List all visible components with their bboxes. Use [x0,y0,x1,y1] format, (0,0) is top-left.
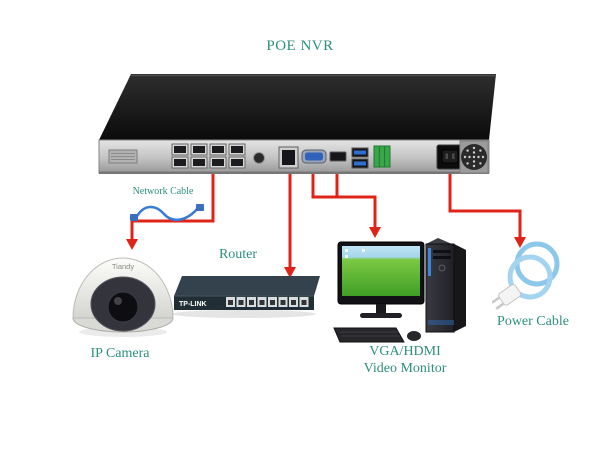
router-illustration: TP-LINK [172,276,320,318]
arrow-nvr-to-power [448,174,522,238]
router-label: Router [218,247,258,262]
nvr-lan-port [278,146,299,169]
arrowhead-camera [126,239,138,250]
network-cable-icon [130,204,204,221]
arrowhead-monitor [369,227,381,238]
network-cable-label: Network Cable [132,186,194,197]
router-ports [226,297,309,307]
vent-grille [108,149,138,164]
ip-camera-illustration: Tiandy [72,257,174,337]
alarm-terminal-block [373,145,391,168]
nvr-device-illustration [98,74,496,174]
monitor-screen [342,246,420,296]
mouse [407,331,421,341]
poe-nvr-label: POE NVR [266,38,334,54]
arrow-nvr-to-monitor [311,174,377,228]
router-brand-text: TP-LINK [179,301,207,308]
nvr-poe-ports [171,143,246,169]
monitor-label-line1: VGA/HDMI [369,344,441,359]
video-monitor-illustration [333,238,466,343]
camera-lens [107,291,139,323]
camera-brand-text: Tiandy [112,262,134,271]
vga-port [301,149,327,164]
monitor [337,241,425,318]
usb-ports [351,147,369,169]
router-shadow [172,310,316,318]
arrowhead-router [284,267,296,278]
power-plug [492,284,522,310]
power-cable-illustration [492,241,560,310]
power-cable-label: Power Cable [497,314,569,329]
keyboard [333,327,405,343]
arrow-nvr-to-camera [130,174,215,240]
fan-grille [459,140,489,174]
monitor-label-line2: Video Monitor [363,361,447,376]
router-top [174,276,320,296]
power-inlet [436,144,464,170]
audio-connector [253,152,265,164]
hdmi-port [329,151,347,162]
camera-lens-glint [114,297,122,305]
ip-camera-label: IP Camera [90,346,150,361]
arrowhead-power [514,237,526,248]
nvr-top-panel [99,74,496,140]
pc-tower [425,238,466,333]
